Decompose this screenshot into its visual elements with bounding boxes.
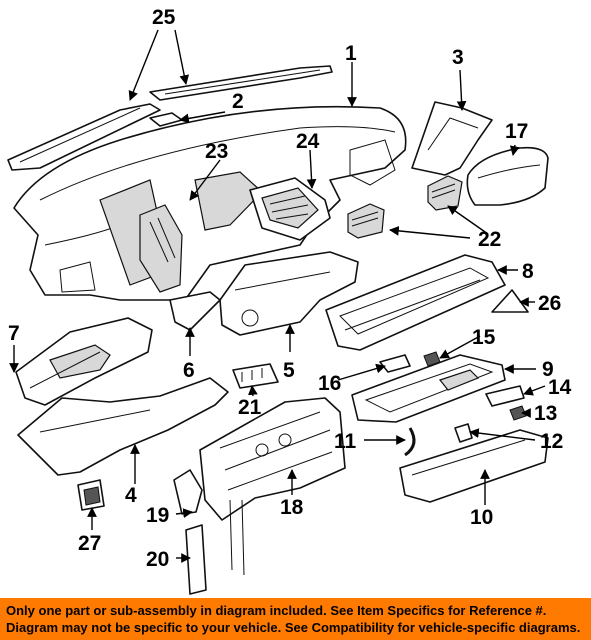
tray-part-5: [219, 251, 359, 336]
callout-7: 7: [8, 322, 20, 345]
callout-21: 21: [238, 396, 262, 419]
callout-8: 8: [522, 260, 534, 283]
callout-2: 2: [232, 90, 244, 113]
clip-part-14: [485, 385, 525, 407]
end-trim-part-3: [411, 101, 493, 176]
callout-labels: 25 1 3 2 17 23 24 22 8 26 7 15 6 5 9 16 …: [8, 6, 572, 571]
lower-panel-part-4: [17, 377, 229, 476]
bracket-part-21: [232, 363, 279, 389]
compartment-part-8: [325, 254, 506, 351]
vent-part-22: [347, 175, 463, 239]
callout-26: 26: [538, 292, 561, 315]
frame-part-18: [199, 397, 346, 576]
bracket-part-20: [185, 524, 207, 595]
callout-25: 25: [152, 6, 176, 29]
leader-lines: [9, 29, 546, 563]
disclaimer-line-2: Diagram may not be specific to your vehi…: [6, 620, 581, 635]
callout-6: 6: [183, 359, 195, 382]
clip-part-16: [379, 354, 411, 373]
callout-4: 4: [125, 484, 137, 507]
panel-part-9: [351, 354, 506, 423]
callout-22: 22: [478, 228, 501, 251]
callout-24: 24: [296, 130, 320, 153]
callout-9: 9: [542, 358, 554, 381]
switch-part-27: [77, 479, 105, 511]
callout-16: 16: [318, 372, 341, 395]
disclaimer-line-1: Only one part or sub-assembly in diagram…: [6, 603, 547, 618]
callout-27: 27: [78, 532, 101, 555]
callout-14: 14: [548, 376, 572, 399]
column-cover-part-23: [139, 204, 183, 293]
strap-part-11: [404, 427, 416, 457]
callout-10: 10: [470, 506, 493, 529]
callout-13: 13: [534, 402, 557, 425]
callout-23: 23: [205, 140, 228, 163]
disclaimer-banner: Only one part or sub-assembly in diagram…: [0, 598, 591, 640]
callout-19: 19: [146, 504, 169, 527]
callout-17: 17: [505, 120, 528, 143]
callout-5: 5: [283, 359, 295, 382]
callout-1: 1: [345, 42, 357, 65]
bracket-part-6: [169, 291, 221, 331]
parts-diagram: 25 1 3 2 17 23 24 22 8 26 7 15 6 5 9 16 …: [7, 6, 572, 595]
bracket-part-19: [173, 469, 203, 515]
cover-part-17: [466, 146, 549, 206]
callout-12: 12: [540, 430, 563, 453]
center-vent-bezel: [249, 177, 331, 241]
glove-box-door-part-10: [399, 429, 549, 503]
defroster-trim-strips: [7, 65, 333, 171]
callout-15: 15: [472, 326, 496, 349]
knee-panel-part-7: [15, 317, 153, 406]
latch-part-12: [454, 423, 473, 443]
trim-part-26: [491, 289, 529, 313]
callout-11: 11: [334, 430, 357, 453]
callout-20: 20: [146, 548, 169, 571]
callout-18: 18: [280, 496, 304, 519]
callout-3: 3: [452, 46, 464, 69]
